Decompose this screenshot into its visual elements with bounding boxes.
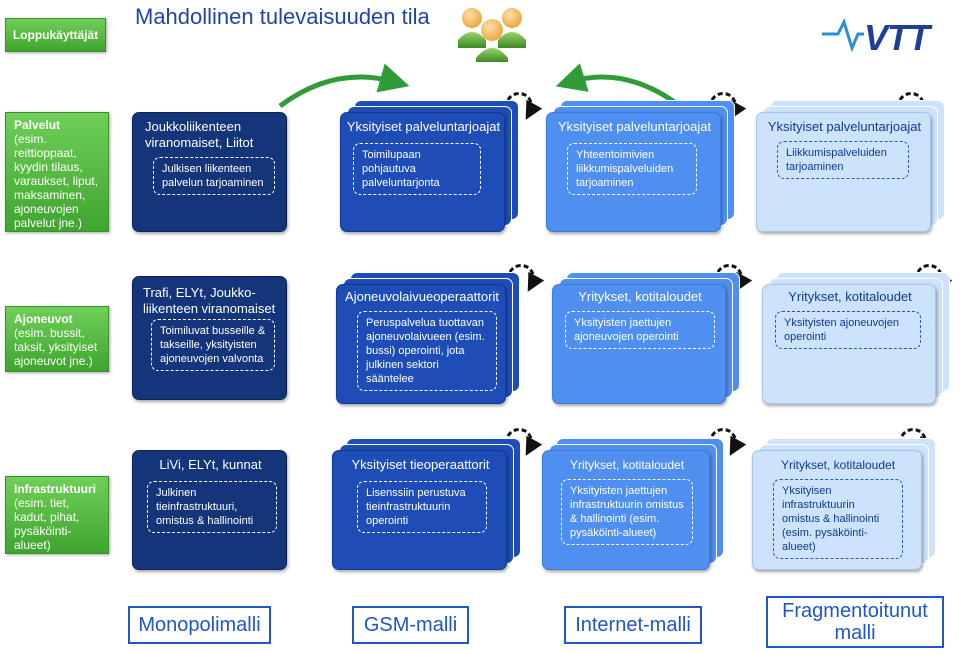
- cell-services-internet: Yksityiset palveluntarjoajat Yhteentoimi…: [546, 112, 721, 232]
- page-title: Mahdollinen tulevaisuuden tila: [135, 4, 430, 29]
- cell-title: Yritykset, kotitaloudet: [578, 289, 702, 304]
- cell-title: Yritykset, kotitaloudet: [780, 458, 896, 472]
- model-label-fragmented: Fragmentoitunut malli: [766, 596, 944, 648]
- cell-detail: Yhteentoimivien liikkumispalveluiden tar…: [567, 143, 697, 195]
- cell-detail: Yksityisten jaettujen ajoneuvojen operoi…: [565, 311, 715, 349]
- cell-infra-fragmented: Yritykset, kotitaloudet Yksityisen infra…: [752, 450, 922, 570]
- arrow-to-users-right: [555, 63, 682, 109]
- cell-services-fragmented: Yksityiset palveluntarjoajat Liikkumispa…: [756, 112, 931, 232]
- cell-services-monopoly: Joukkoliikenteen viranomaiset, Liitot Ju…: [132, 112, 287, 232]
- cell-detail: Toimilupaan pohjautuva palveluntarjonta: [353, 143, 481, 195]
- cell-title: LiVi, ELYt, kunnat: [159, 457, 262, 472]
- row-label-services: Palvelut (esim. reittioppaat, kyydin til…: [5, 112, 109, 232]
- row-label-text: (esim. reittioppaat, kyydin tilaus, vara…: [14, 132, 99, 230]
- cell-detail: Yksityisen infrastruktuurin omistus & ha…: [773, 479, 903, 559]
- cell-title: Yksityiset palveluntarjoajat: [557, 119, 712, 134]
- row-label-text: (esim. tiet, kadut, pihat, pysäköinti-al…: [14, 496, 80, 552]
- arrow-to-users-left: [278, 63, 410, 109]
- cell-title: Ajoneuvolaivueoperaattorit: [345, 289, 499, 304]
- row-label-heading: Infrastruktuuri: [14, 482, 97, 496]
- cell-title: Joukkoliikenteen viranomaiset, Liitot: [145, 119, 254, 150]
- cell-detail: Yksityisten ajoneuvojen operointi: [775, 311, 921, 349]
- cell-detail: Toimiluvat busseille & takseille, yksity…: [151, 319, 275, 371]
- cell-title: Yksityiset palveluntarjoajat: [767, 119, 922, 134]
- cell-infra-internet: Yritykset, kotitaloudet Yksityisten jaet…: [542, 450, 710, 570]
- cell-title: Yritykset, kotitaloudet: [569, 458, 685, 472]
- cell-title: Yksityiset palveluntarjoajat: [346, 119, 501, 134]
- cell-services-gsm: Yksityiset palveluntarjoajat Toimilupaan…: [340, 112, 505, 232]
- cell-title: Trafi, ELYt, Joukko-liikenteen viranomai…: [143, 285, 276, 316]
- cell-vehicles-internet: Yritykset, kotitaloudet Yksityisten jaet…: [552, 284, 726, 404]
- model-label-gsm: GSM-malli: [352, 606, 469, 644]
- row-label-infrastructure: Infrastruktuuri (esim. tiet, kadut, piha…: [5, 476, 109, 554]
- cell-detail: Peruspalvelua tuottavan ajoneuvolaivueen…: [357, 311, 497, 391]
- cell-title: Yritykset, kotitaloudet: [788, 289, 912, 304]
- cell-vehicles-monopoly: Trafi, ELYt, Joukko-liikenteen viranomai…: [132, 276, 287, 400]
- vtt-logo-text: VTT: [864, 17, 930, 58]
- row-label-heading: Palvelut: [14, 118, 61, 132]
- cell-detail: Liikkumispalveluiden tarjoaminen: [777, 141, 909, 179]
- cell-infra-monopoly: LiVi, ELYt, kunnat Julkinen tieinfrastru…: [132, 450, 287, 570]
- cell-vehicles-gsm: Ajoneuvolaivueoperaattorit Peruspalvelua…: [336, 284, 506, 404]
- model-label-internet: Internet-malli: [564, 606, 702, 644]
- end-users-label: Loppukäyttäjät: [5, 18, 106, 52]
- row-label-vehicles: Ajoneuvot (esim. bussit, taksit, yksityi…: [5, 306, 109, 372]
- model-label-monopoly: Monopolimalli: [128, 606, 271, 644]
- cell-detail: Julkisen liikenteen palvelun tarjoaminen: [153, 157, 275, 195]
- cell-infra-gsm: Yksityiset tieoperaattorit Lisenssiin pe…: [332, 450, 507, 570]
- users-group-icon: [458, 8, 526, 62]
- cell-title: Yksityiset tieoperaattorit: [351, 457, 490, 472]
- vtt-logo-mark: [822, 17, 864, 53]
- cell-detail: Julkinen tieinfrastruktuuri, omistus & h…: [147, 481, 277, 533]
- cell-detail: Lisenssiin perustuva tieinfrastruktuurin…: [357, 481, 487, 533]
- cell-vehicles-fragmented: Yritykset, kotitaloudet Yksityisten ajon…: [762, 284, 936, 404]
- vtt-logo: VTT: [820, 12, 945, 60]
- cell-detail: Yksityisten jaettujen infrastruktuurin o…: [561, 479, 693, 545]
- row-label-text: (esim. bussit, taksit, yksityiset ajoneu…: [14, 326, 98, 368]
- row-label-heading: Ajoneuvot: [14, 312, 73, 326]
